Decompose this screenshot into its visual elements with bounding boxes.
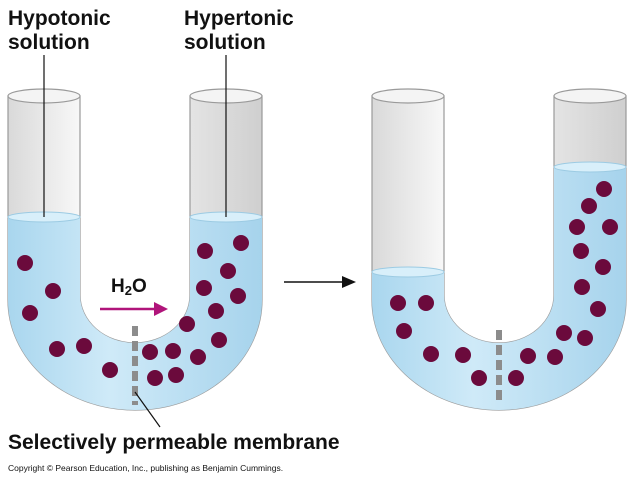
water-label: H2O <box>111 276 147 298</box>
right-solute-particles <box>390 181 618 386</box>
hypertonic-label-line2: solution <box>184 31 266 54</box>
water-label-h: H <box>111 276 125 297</box>
water-label-sub: 2 <box>124 283 132 298</box>
hypertonic-label-line1: Hypertonic <box>184 7 294 30</box>
process-arrow <box>284 276 356 288</box>
left-u-tube <box>7 88 263 411</box>
hypotonic-label-line2: solution <box>8 31 90 54</box>
hypotonic-label-line1: Hypotonic <box>8 7 111 30</box>
hypotonic-label: Hypotonic solution <box>8 7 111 55</box>
membrane-label: Selectively permeable membrane <box>8 431 340 454</box>
copyright-text: Copyright © Pearson Education, Inc., pub… <box>8 463 284 473</box>
water-label-o: O <box>131 276 147 297</box>
left-solute-particles <box>17 235 249 386</box>
right-u-tube <box>371 88 627 411</box>
hypertonic-label: Hypertonic solution <box>184 7 294 55</box>
